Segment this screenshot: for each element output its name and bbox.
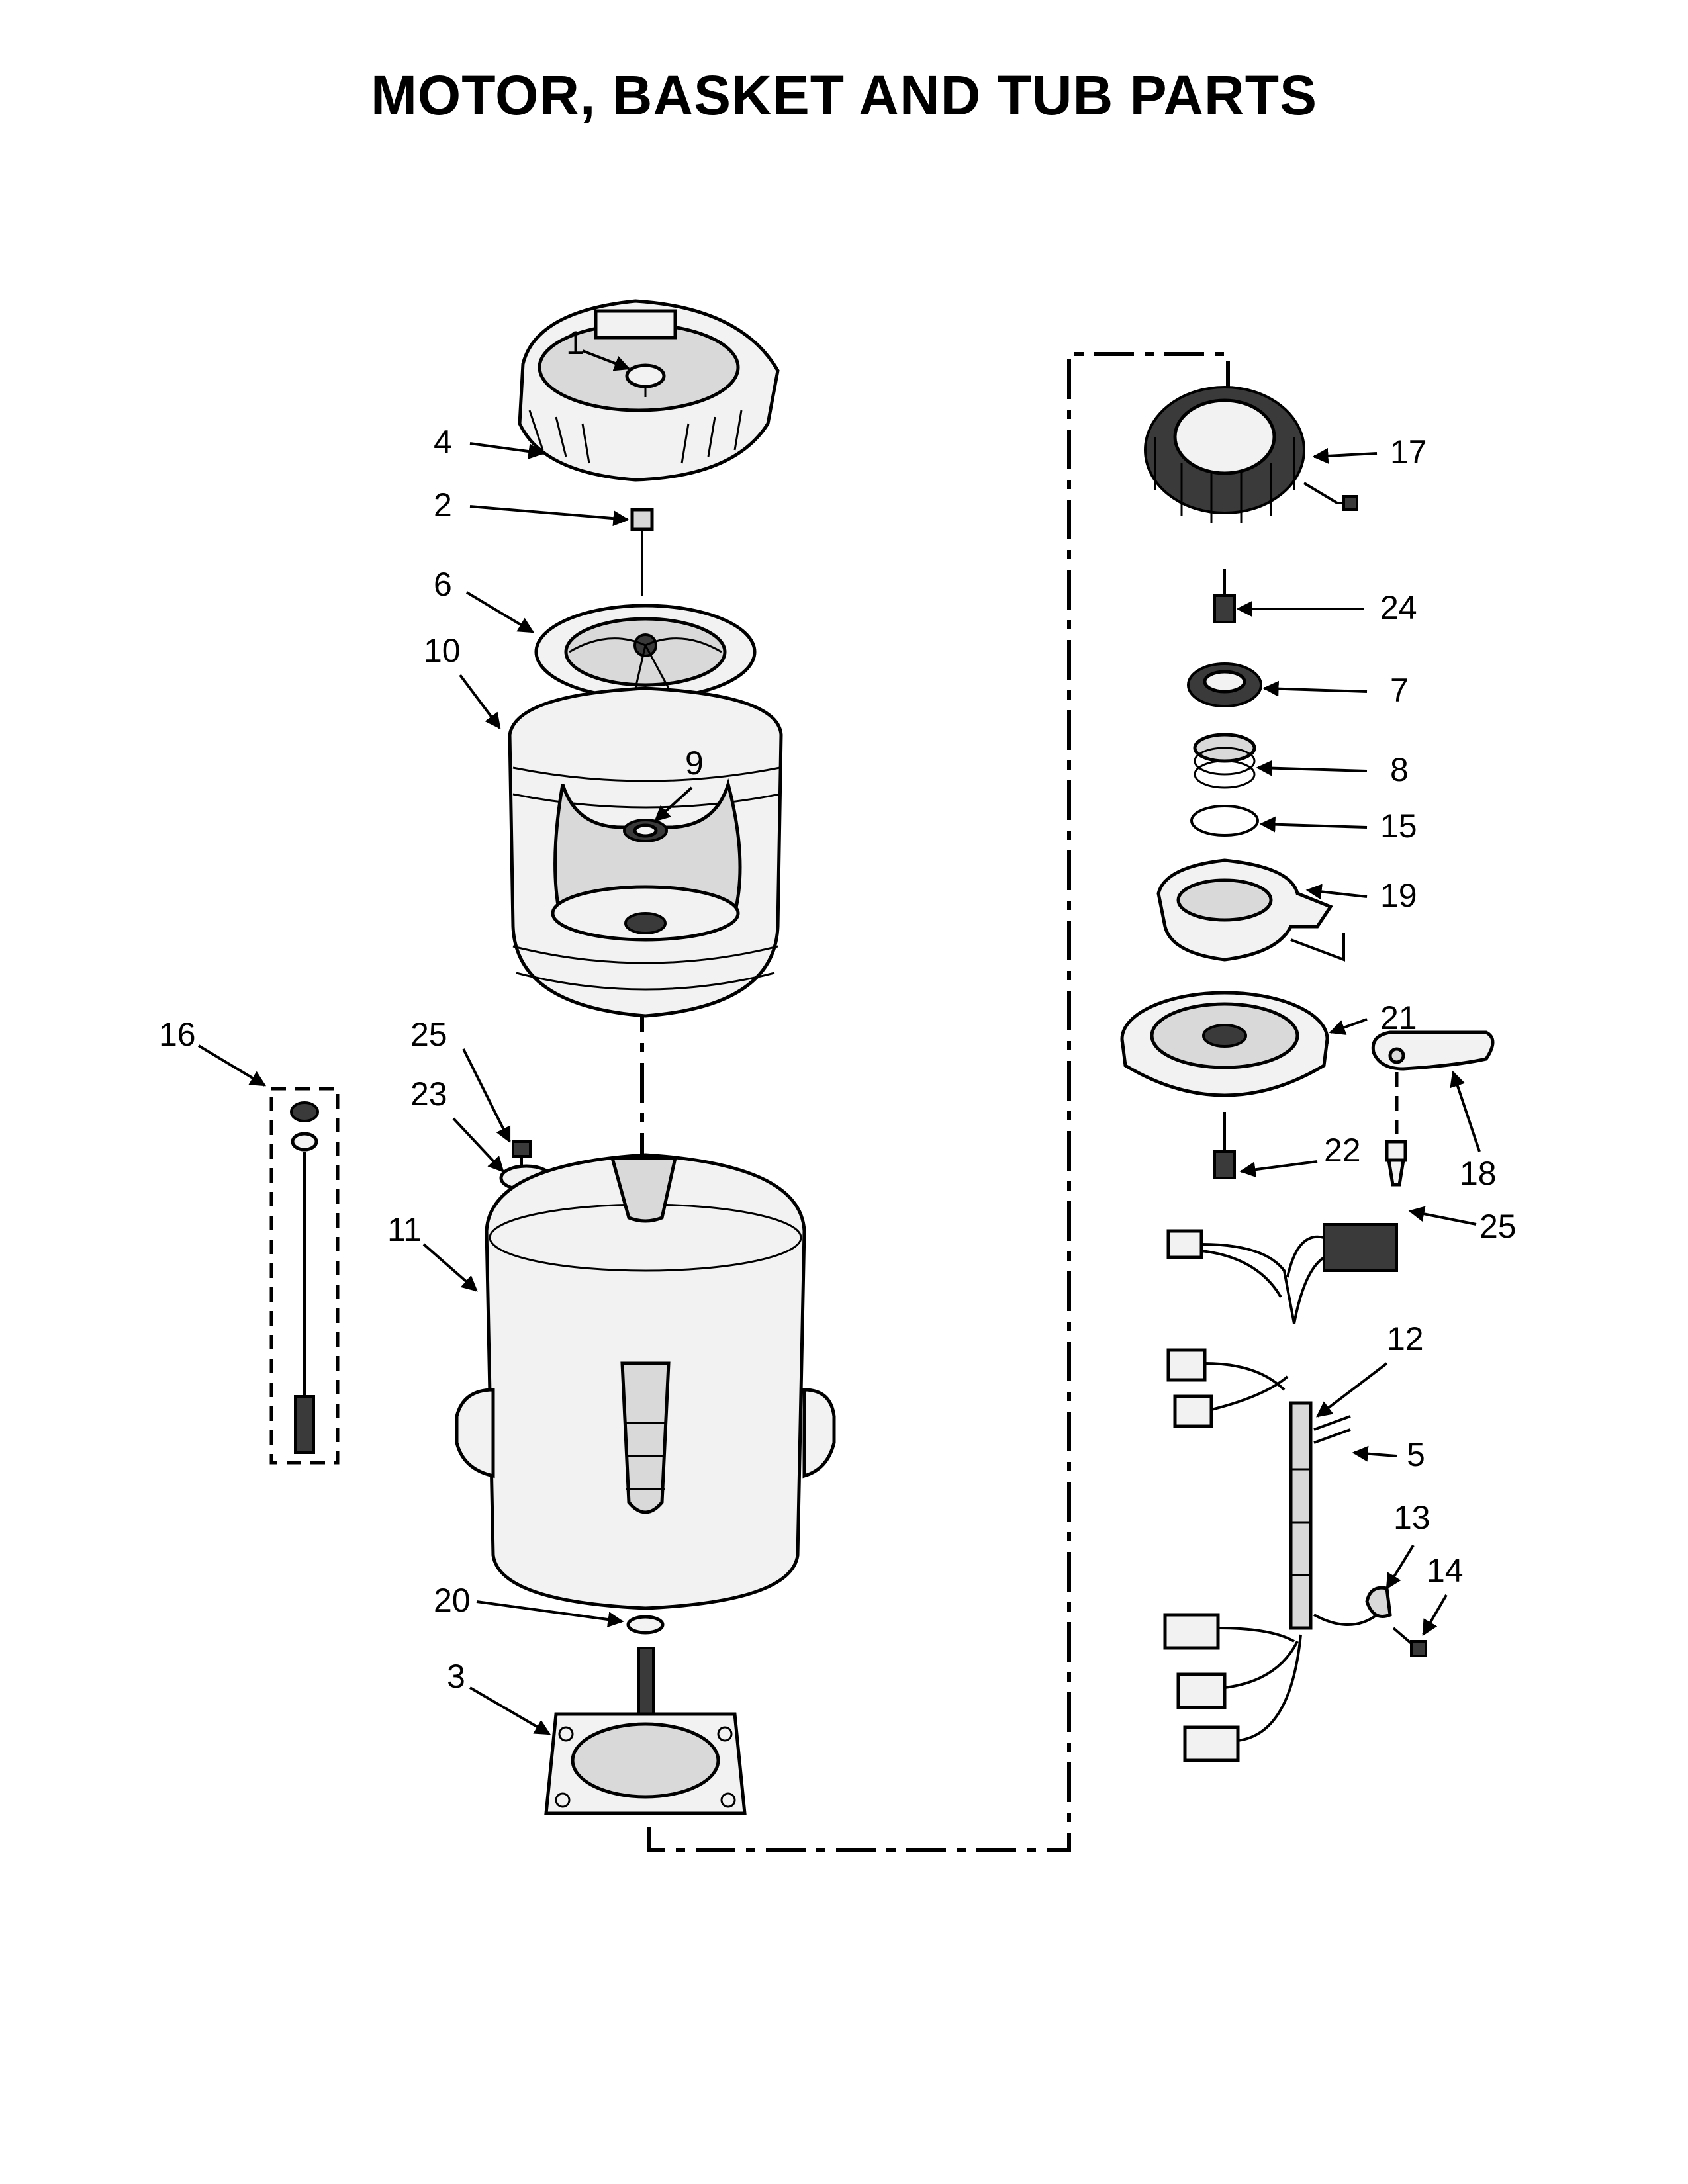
part-8-collar	[1193, 733, 1256, 789]
callout-20: 20	[434, 1582, 471, 1619]
leader-2	[469, 505, 630, 527]
leader-12	[1316, 1362, 1388, 1418]
callout-18: 18	[1460, 1155, 1497, 1192]
part-2-bolt	[630, 508, 654, 596]
leader-13	[1385, 1544, 1415, 1590]
leader-1	[582, 349, 631, 371]
part-18-shield	[1371, 1030, 1495, 1071]
leader-21	[1329, 1018, 1368, 1035]
leader-14	[1422, 1594, 1448, 1637]
part-12-wire-harness	[1163, 1223, 1398, 1762]
callout-8: 8	[1390, 751, 1409, 788]
part-7-bearing	[1187, 662, 1262, 707]
part-13-clamp	[1365, 1586, 1392, 1618]
callout-21: 21	[1380, 999, 1417, 1036]
leader-11	[422, 1243, 478, 1292]
part-22-bolt	[1213, 1112, 1236, 1179]
leader-8	[1256, 760, 1368, 776]
callout-15: 15	[1380, 807, 1417, 844]
callout-19: 19	[1380, 877, 1417, 914]
leader-5	[1352, 1445, 1397, 1462]
assembly-link-line	[647, 352, 1230, 1852]
leader-17	[1312, 447, 1378, 464]
leader-9	[654, 786, 693, 822]
part-4-hub-cover	[518, 299, 780, 482]
part-3-drive-base	[544, 1647, 747, 1815]
callout-13: 13	[1393, 1499, 1430, 1536]
leader-22	[1239, 1160, 1318, 1178]
part-16-suspension-rod	[269, 1087, 340, 1465]
callout-3: 3	[447, 1658, 465, 1695]
leader-19	[1305, 884, 1368, 900]
leader-7	[1262, 680, 1368, 697]
leader-23	[452, 1117, 504, 1173]
part-19-housing	[1156, 858, 1345, 962]
part-25-screw-right	[1385, 1140, 1407, 1187]
callout-6: 6	[434, 566, 452, 603]
part-21-rotor	[1120, 991, 1329, 1097]
part-6-impeller	[534, 604, 757, 700]
callout-25-right: 25	[1479, 1208, 1517, 1245]
part-10-basket	[508, 686, 783, 1018]
part-5-tube	[1313, 1415, 1378, 1626]
part-15-ring	[1190, 805, 1259, 837]
callout-23: 23	[410, 1075, 447, 1113]
callout-16: 16	[159, 1016, 196, 1053]
part-24-bolt	[1213, 569, 1236, 623]
leader-25-left	[462, 1048, 511, 1144]
leader-25-right	[1408, 1206, 1477, 1226]
callout-9: 9	[685, 745, 704, 782]
leader-18	[1450, 1070, 1481, 1152]
callout-5: 5	[1407, 1436, 1425, 1473]
leader-4	[469, 442, 545, 459]
page-title: MOTOR, BASKET AND TUB PARTS	[370, 64, 1318, 126]
callout-1: 1	[566, 324, 585, 361]
callout-10: 10	[424, 632, 461, 669]
leader-10	[459, 674, 501, 729]
callout-7: 7	[1390, 672, 1409, 709]
callout-25-left: 25	[410, 1016, 447, 1053]
callout-22: 22	[1324, 1132, 1361, 1169]
part-14-screw	[1392, 1627, 1427, 1657]
leader-16	[197, 1044, 267, 1087]
callout-12: 12	[1387, 1320, 1424, 1357]
part-20-washer	[626, 1615, 665, 1635]
part-17-stator	[1144, 386, 1358, 523]
leader-6	[465, 591, 535, 633]
callout-14: 14	[1427, 1552, 1464, 1589]
callout-4: 4	[434, 424, 452, 461]
callout-24: 24	[1380, 589, 1417, 626]
part-25-screw-left	[512, 1140, 532, 1178]
leader-15	[1259, 816, 1368, 833]
callout-17: 17	[1390, 433, 1427, 471]
leader-3	[469, 1686, 551, 1735]
part-9-hub-ring	[623, 819, 668, 934]
leader-20	[476, 1600, 624, 1627]
callout-11: 11	[387, 1211, 422, 1248]
part-1-cap	[625, 363, 666, 397]
part-11-tub	[455, 1153, 836, 1610]
callout-2: 2	[434, 486, 452, 523]
